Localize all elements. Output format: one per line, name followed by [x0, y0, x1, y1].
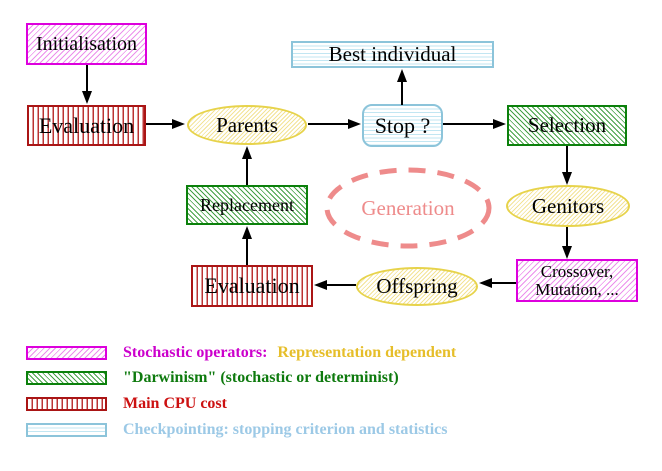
- node-evaluation-top: Evaluation: [27, 105, 146, 146]
- arrowhead-up-icon: [242, 146, 252, 159]
- node-evaluation-bottom: Evaluation: [191, 265, 313, 307]
- arrowhead-down-icon: [82, 91, 92, 104]
- node-parents: Parents: [187, 105, 307, 145]
- node-crossover-label-line1: Crossover,: [540, 261, 614, 281]
- arrow-line: [566, 227, 568, 247]
- magenta-diagonal-hatch-swatch: [26, 346, 107, 360]
- node-offspring-label: Offspring: [376, 274, 458, 299]
- arrow-line: [326, 284, 356, 286]
- generation-cycle-ellipse: Generation: [322, 165, 494, 251]
- arrow-line: [491, 282, 516, 284]
- green-diagonal-hatch-swatch: [26, 371, 107, 385]
- legend-label-suffix: Representation dependent: [277, 344, 457, 361]
- arrow-line: [246, 158, 248, 185]
- arrow-line: [443, 123, 494, 125]
- arrowhead-down-icon: [562, 246, 572, 259]
- arrow-line: [146, 123, 173, 125]
- node-evaluation-top-label: Evaluation: [38, 112, 135, 138]
- dashed-ellipse-icon: [324, 167, 492, 249]
- arrowhead-up-icon: [397, 69, 407, 82]
- legend-label: "Darwinism" (stochastic or determinist): [123, 369, 399, 386]
- cyan-horizontal-stripe-swatch: [26, 423, 107, 437]
- red-vertical-stripe-swatch: [26, 397, 107, 411]
- node-initialisation: Initialisation: [26, 23, 147, 65]
- node-replacement: Replacement: [186, 185, 308, 225]
- legend-item-main-cpu-cost: Main CPU cost: [26, 395, 227, 413]
- legend-label: Main CPU cost: [123, 395, 227, 412]
- legend-item-darwinism: "Darwinism" (stochastic or determinist): [26, 369, 399, 387]
- legend-label: Stochastic operators:: [123, 344, 268, 361]
- arrow-line: [566, 146, 568, 173]
- legend-item-checkpointing: Checkpointing: stopping criterion and st…: [26, 421, 447, 439]
- node-selection: Selection: [507, 105, 627, 146]
- node-stop: Stop ?: [362, 104, 443, 147]
- legend-item-stochastic-operators: Stochastic operators: Representation dep…: [26, 344, 456, 362]
- node-selection-label: Selection: [527, 113, 607, 138]
- node-genitors: Genitors: [506, 185, 630, 227]
- node-crossover-label-line2: Mutation, ...: [535, 279, 619, 299]
- arrow-line: [308, 123, 349, 125]
- arrowhead-down-icon: [562, 172, 572, 185]
- generation-label: Generation: [361, 195, 455, 220]
- arrowhead-left-icon: [479, 278, 492, 288]
- arrowhead-right-icon: [172, 119, 185, 129]
- arrow-line: [86, 65, 88, 92]
- arrowhead-left-icon: [314, 280, 327, 290]
- node-evaluation-bottom-label: Evaluation: [204, 273, 300, 299]
- node-parents-label: Parents: [216, 112, 278, 137]
- arrowhead-right-icon: [493, 119, 506, 129]
- node-genitors-label: Genitors: [531, 193, 605, 218]
- arrow-line: [246, 238, 248, 265]
- node-replacement-label: Replacement: [200, 194, 294, 215]
- node-initialisation-label: Initialisation: [35, 32, 138, 55]
- arrowhead-up-icon: [242, 226, 252, 239]
- arrowhead-right-icon: [348, 119, 361, 129]
- node-offspring: Offspring: [356, 267, 478, 306]
- node-crossover-mutation: Crossover, Mutation, ...: [516, 259, 638, 302]
- arrow-line: [401, 81, 403, 105]
- node-best-individual-label: Best individual: [328, 42, 457, 67]
- legend-label: Checkpointing: stopping criterion and st…: [123, 421, 448, 438]
- node-stop-label: Stop ?: [374, 112, 431, 138]
- node-best-individual: Best individual: [291, 41, 494, 68]
